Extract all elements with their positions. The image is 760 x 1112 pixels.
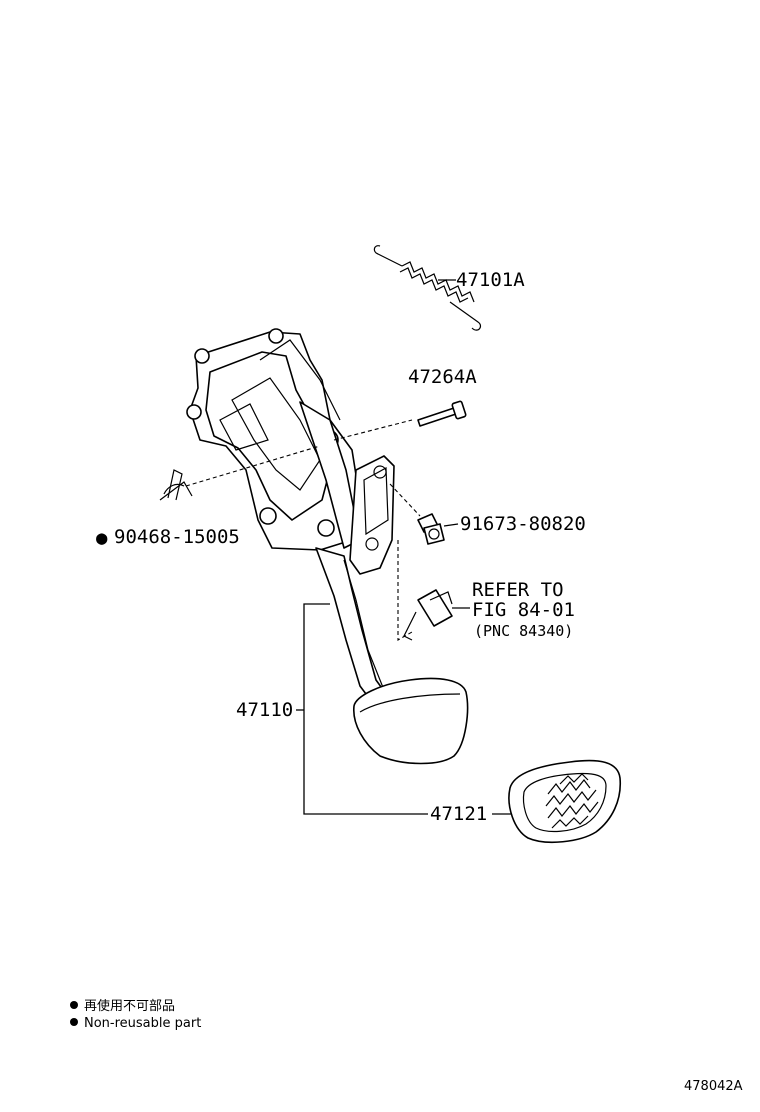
part-label-47110: 47110 xyxy=(236,699,293,721)
bolt-dashline xyxy=(389,483,421,517)
clip-dashline xyxy=(185,445,321,487)
pedal-pin xyxy=(417,400,467,427)
pedal-bracket xyxy=(186,328,361,551)
refer-line-2: FIG 84-01 xyxy=(472,599,575,621)
arm-pad-leader xyxy=(303,603,428,815)
switch-bracket xyxy=(349,455,395,575)
part-label-90468-15005: 90468-15005 xyxy=(114,526,240,548)
note-jp: 再使用不可部品 xyxy=(84,998,175,1014)
pedal-pad-mounted xyxy=(353,677,469,765)
clip-nonreusable-marker: ● xyxy=(96,527,108,549)
part-label-47121: 47121 xyxy=(430,803,487,825)
figure-number: 478042A xyxy=(684,1079,743,1094)
refer-line-1: REFER TO xyxy=(472,579,564,601)
note-bullet-en xyxy=(70,1018,78,1026)
stop-lamp-switch xyxy=(397,540,453,641)
return-spring xyxy=(373,245,482,331)
refer-line-3: (PNC 84340) xyxy=(474,622,573,640)
clip xyxy=(159,469,193,501)
part-label-91673-80820: 91673-80820 xyxy=(460,513,586,535)
note-en: Non-reusable part xyxy=(84,1016,201,1031)
bolt xyxy=(417,513,445,545)
note-bullet-jp xyxy=(70,1001,78,1009)
pedal-pad xyxy=(508,759,622,844)
bolt-leader xyxy=(443,523,459,527)
pin-dashline xyxy=(333,419,413,441)
part-label-47264A: 47264A xyxy=(408,366,477,388)
pedal-arm xyxy=(315,547,393,711)
part-label-47101A: 47101A xyxy=(456,269,525,291)
